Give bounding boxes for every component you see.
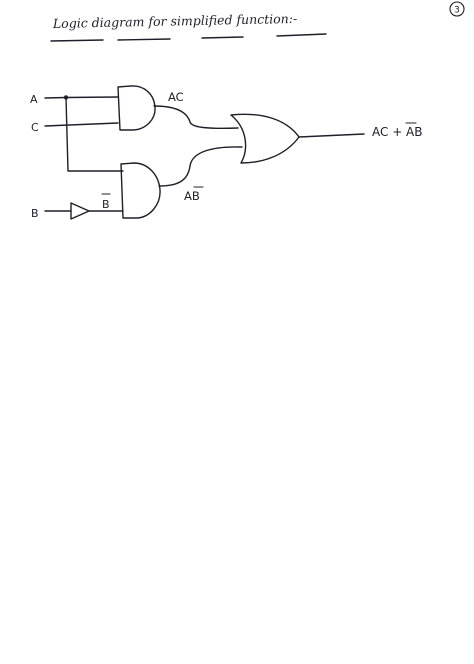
wire-c-input <box>44 122 119 127</box>
output-expression: AC + AB <box>372 122 423 139</box>
output-expression-b-not: B <box>414 125 422 139</box>
label-b-not-text: B <box>102 198 110 211</box>
and-gate-ab-not <box>120 162 161 219</box>
input-label-b: B <box>31 207 39 220</box>
page-number-text: 3 <box>454 6 460 16</box>
wire-a-branch <box>65 96 124 172</box>
label-ab-not: AB <box>184 186 204 203</box>
input-label-a: A <box>30 93 38 106</box>
wires <box>44 95 365 212</box>
heading-underlines <box>50 33 327 42</box>
and-gate-ac <box>117 85 156 131</box>
label-b-not: B <box>101 193 111 211</box>
wire-ab-to-or <box>158 146 243 187</box>
wire-a-input <box>44 96 119 99</box>
input-label-c: C <box>31 121 39 134</box>
label-ab-not-text: AB <box>184 189 200 203</box>
wire-output <box>298 133 365 138</box>
wire-ac-to-or <box>153 105 239 130</box>
page-number: 3 <box>449 1 465 17</box>
not-gate-b <box>70 202 90 220</box>
or-gate <box>230 113 300 164</box>
label-ac: AC <box>168 90 184 104</box>
page-number-circle <box>449 1 465 17</box>
heading: Logic diagram for simplified function:- <box>52 11 298 31</box>
output-expression-text: AC + AB <box>372 125 423 139</box>
output-expression-prefix: AC + A <box>372 125 415 139</box>
